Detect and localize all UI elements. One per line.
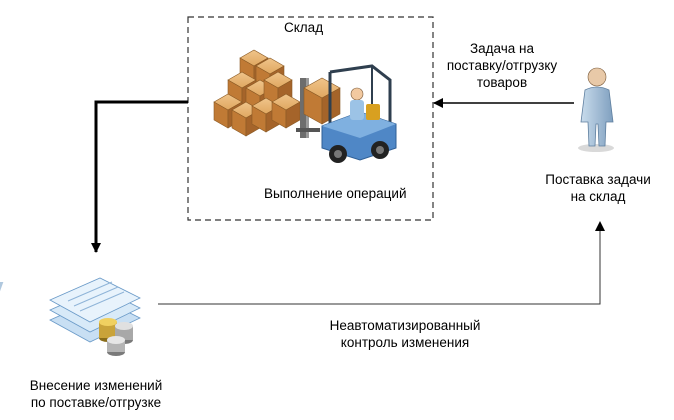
documents-coins-icon bbox=[0, 277, 141, 356]
operations-label: Выполнение операций bbox=[264, 186, 407, 201]
warehouse-title: Склад bbox=[284, 20, 324, 35]
control-label: Неавтоматизированный контроль изменения bbox=[300, 317, 510, 351]
warehouse-boundary bbox=[187, 16, 434, 221]
person-label: Поставка задачи на склад bbox=[528, 171, 668, 205]
person-label-line-1: Поставка задачи bbox=[545, 172, 651, 187]
forklift-icon bbox=[296, 64, 397, 163]
documents-label: Внесение изменений по поставке/отгрузке bbox=[8, 377, 184, 411]
task-label-line-1: Задача на bbox=[469, 41, 534, 56]
person-icon bbox=[578, 67, 614, 152]
control-label-line-2: контроль изменения bbox=[340, 335, 470, 350]
task-label: Задача на поставку/отгрузку товаров bbox=[432, 40, 572, 91]
person-label-line-2: на склад bbox=[570, 189, 626, 204]
documents-label-line-1: Внесение изменений bbox=[29, 378, 163, 393]
warehouse-to-documents-arrow bbox=[91, 100, 188, 253]
task-label-line-2: поставку/отгрузку bbox=[446, 58, 558, 73]
control-label-line-1: Неавтоматизированный bbox=[329, 318, 481, 333]
control-arrow bbox=[158, 221, 605, 305]
cardboard-boxes-icon bbox=[213, 49, 301, 137]
documents-label-line-2: по поставке/отгрузке bbox=[30, 395, 162, 410]
task-label-line-3: товаров bbox=[476, 75, 528, 90]
